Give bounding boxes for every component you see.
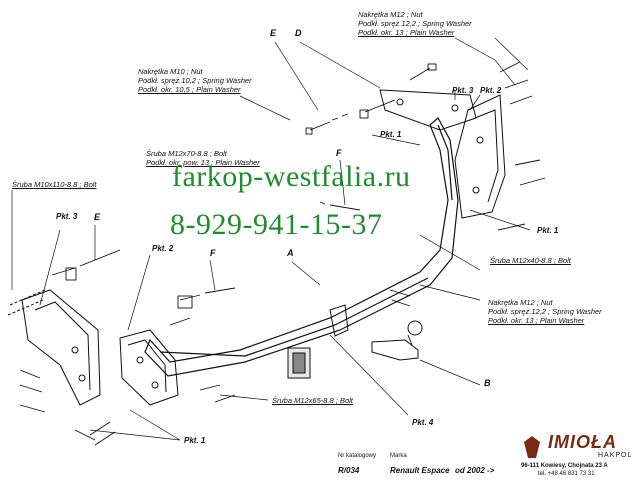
bolt-m12x70-line1: Śruba M12x70-8.8 ; Bolt (146, 149, 227, 158)
pkt4: Pkt. 4 (412, 418, 434, 427)
vehicle-year: od 2002 -> (455, 466, 494, 475)
nut-m12-right-line2: Podkł. spręż.12,2 ; Spring Washer (488, 307, 602, 316)
label-nut-m12-right: Nakrętka M12 ; Nut Podkł. spręż.12,2 ; S… (488, 298, 602, 325)
tow-ball (371, 320, 423, 361)
label-e-top: E (270, 28, 277, 38)
nut-m12-top-line1: Nakrętka M12 ; Nut (358, 10, 423, 19)
label-f-top: F (336, 148, 342, 158)
right-bracket (454, 94, 506, 219)
label-nut-m12-top: Nakrętka M12 ; Nut Podkł. spręż.12,2 ; S… (358, 10, 472, 37)
label-d: D (295, 28, 302, 38)
label-bolt-m12x65: Śruba M12x65-8.8 ; Bolt (272, 396, 353, 405)
crossbar (144, 117, 459, 377)
socket-plate (287, 304, 349, 379)
label-e-left: E (94, 212, 101, 222)
brand-address: 96-111 Kowiesy, Chojnata 23 A (521, 463, 608, 469)
label-nut-m10: Nakrętka M10 ; Nut Podkł. spręż.10,2 ; S… (138, 67, 252, 94)
leader-lines (11, 37, 531, 441)
brand-sub: HAKPOL (598, 452, 633, 459)
left-bracket (119, 329, 179, 406)
pkt1-right: Pkt. 1 (537, 226, 559, 235)
nut-m12-right-line1: Nakrętka M12 ; Nut (488, 298, 553, 307)
pkt1-bottom: Pkt. 1 (184, 436, 206, 445)
catalog-label: Nr katalogowy (338, 453, 377, 459)
vehicle-name-value: Renault Espace (390, 466, 450, 475)
pkt3-top: Pkt. 3 (452, 86, 474, 95)
label-f-left: F (210, 248, 216, 258)
label-bolt-m12x40: Śruba M12x40-8.8 ; Bolt (490, 256, 571, 265)
fasteners (19, 61, 546, 446)
nut-m10-line3: Podkł. okr. 10,5 ; Plain Washer (138, 85, 241, 94)
vehicle-year-value: od 2002 -> (455, 466, 495, 475)
label-a: A (287, 248, 294, 258)
watermark-site: farkop-westfalia.ru (172, 160, 411, 193)
marka-label: Marka (390, 453, 407, 459)
brand-phone: tel. +48 46 831 73 31 (538, 471, 595, 477)
far-left-bracket (7, 289, 101, 406)
nut-m10-line2: Podkł. spręż.10,2 ; Spring Washer (138, 76, 252, 85)
label-bolt-m10x110: Śruba M10x110-8.8 ; Bolt (12, 180, 97, 189)
nut-m10-line1: Nakrętka M10 ; Nut (138, 67, 203, 76)
pkt1-top: Pkt. 1 (380, 130, 402, 139)
nut-m12-top-line2: Podkł. spręż.12,2 ; Spring Washer (358, 19, 472, 28)
vehicle-name: Renault Espace (390, 466, 450, 475)
pkt2-left: Pkt. 2 (152, 244, 174, 253)
catalog-number: R/034 (338, 466, 359, 475)
pkt2-top: Pkt. 2 (480, 86, 502, 95)
brand-name: IMIOŁA (548, 432, 617, 452)
nut-m12-right-line3: Podkł. okr. 13 ; Plain Washer (488, 316, 585, 325)
nut-m12-top-line3: Podkł. okr. 13 ; Plain Washer (358, 28, 455, 37)
catalog-number-value: R/034 (338, 466, 360, 475)
label-b: B (484, 378, 491, 388)
label-bolt-m12x70: Śruba M12x70-8.8 ; Bolt Podkł. okr. pow.… (146, 149, 260, 167)
watermark-phone: 8-929-941-15-37 (170, 208, 383, 241)
bolt-m12x70-line2: Podkł. okr. pow. 13 ; Plain Washer (146, 158, 260, 167)
pkt3-left: Pkt. 3 (56, 212, 78, 221)
